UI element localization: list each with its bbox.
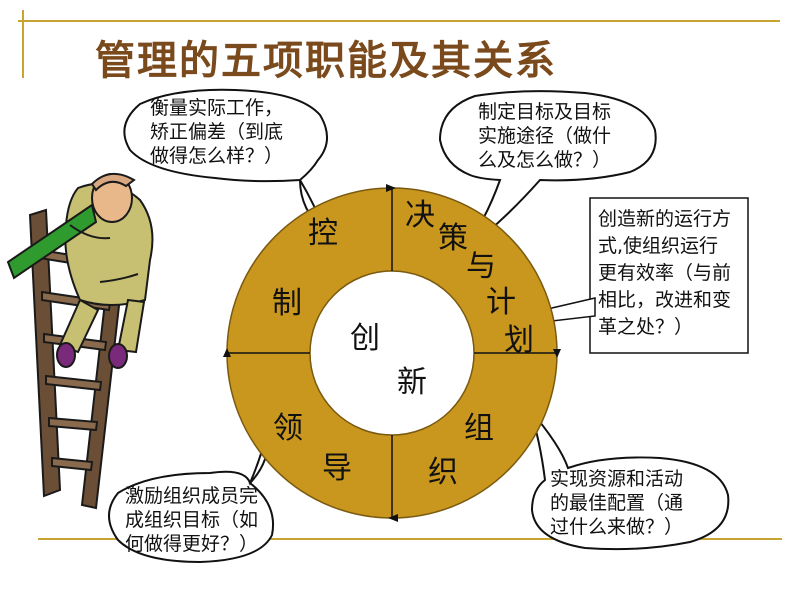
page-title: 管理的五项职能及其关系 xyxy=(95,38,557,84)
note-organize-line: 的最佳配置（通 xyxy=(550,492,684,514)
note-innovate-line: 革之处？） xyxy=(598,316,694,338)
note-control-line: 衡量实际工作， xyxy=(150,97,284,119)
note-plan-line: 么及怎么做？） xyxy=(478,149,612,171)
label-kongzhi-1: 控 xyxy=(308,216,338,251)
note-plan-line: 制定目标及目标 xyxy=(478,101,612,123)
arrow-left xyxy=(223,348,231,357)
label-center-1: 创 xyxy=(350,321,380,356)
note-control-line: 做得怎么样？） xyxy=(150,145,284,167)
note-lead-line: 成组织目标（如 xyxy=(125,509,259,531)
climbing-man-illustration xyxy=(6,173,154,510)
innovation-core xyxy=(309,270,475,436)
note-organize: 实现资源和活动 的最佳配置（通 过什么来做？） xyxy=(550,467,683,539)
bottom-rule xyxy=(38,538,782,540)
label-juece-1: 决 xyxy=(405,198,435,233)
arrow-top xyxy=(386,184,396,192)
arrow-bottom xyxy=(388,514,398,522)
label-center-2: 新 xyxy=(397,365,427,400)
note-innovate-line: 相比，改进和变 xyxy=(598,289,732,311)
label-juece-2: 策 xyxy=(438,221,468,256)
note-organize-line: 实现资源和活动 xyxy=(550,468,684,490)
label-juece-4: 计 xyxy=(486,285,516,320)
note-organize-line: 过什么来做？） xyxy=(550,516,684,538)
label-zuzhi-2: 织 xyxy=(428,455,458,490)
top-rule xyxy=(18,20,780,22)
label-juece-3: 与 xyxy=(466,249,496,284)
note-control: 衡量实际工作， 矫正偏差（到底 做得怎么样？） xyxy=(150,96,283,168)
note-innovate-line: 更有效率（与前 xyxy=(598,262,732,284)
control-bubble xyxy=(123,88,328,233)
label-juece-5: 划 xyxy=(504,323,534,358)
label-zuzhi-1: 组 xyxy=(464,411,494,446)
note-control-line: 矫正偏差（到底 xyxy=(150,121,284,143)
note-innovate: 创造新的运行方 式,使组织运行 更有效率（与前 相比，改进和变 革之处？） xyxy=(598,206,731,341)
label-lingdao-2: 导 xyxy=(322,451,352,486)
note-innovate-line: 创造新的运行方 xyxy=(598,208,732,230)
left-rule xyxy=(22,10,24,78)
note-plan: 制定目标及目标 实施途径（做什 么及怎么做？） xyxy=(478,100,611,172)
innovation-box xyxy=(589,197,749,354)
note-lead-line: 何做得更好？） xyxy=(125,533,259,555)
arrow-right xyxy=(553,349,561,358)
note-innovate-line: 式,使组织运行 xyxy=(598,235,719,257)
note-lead-line: 激励组织成员完 xyxy=(125,485,259,507)
label-kongzhi-2: 制 xyxy=(272,286,302,321)
note-plan-line: 实施途径（做什 xyxy=(478,125,612,147)
note-lead: 激励组织成员完 成组织目标（如 何做得更好？） xyxy=(125,484,258,556)
label-lingdao-1: 领 xyxy=(273,411,303,446)
